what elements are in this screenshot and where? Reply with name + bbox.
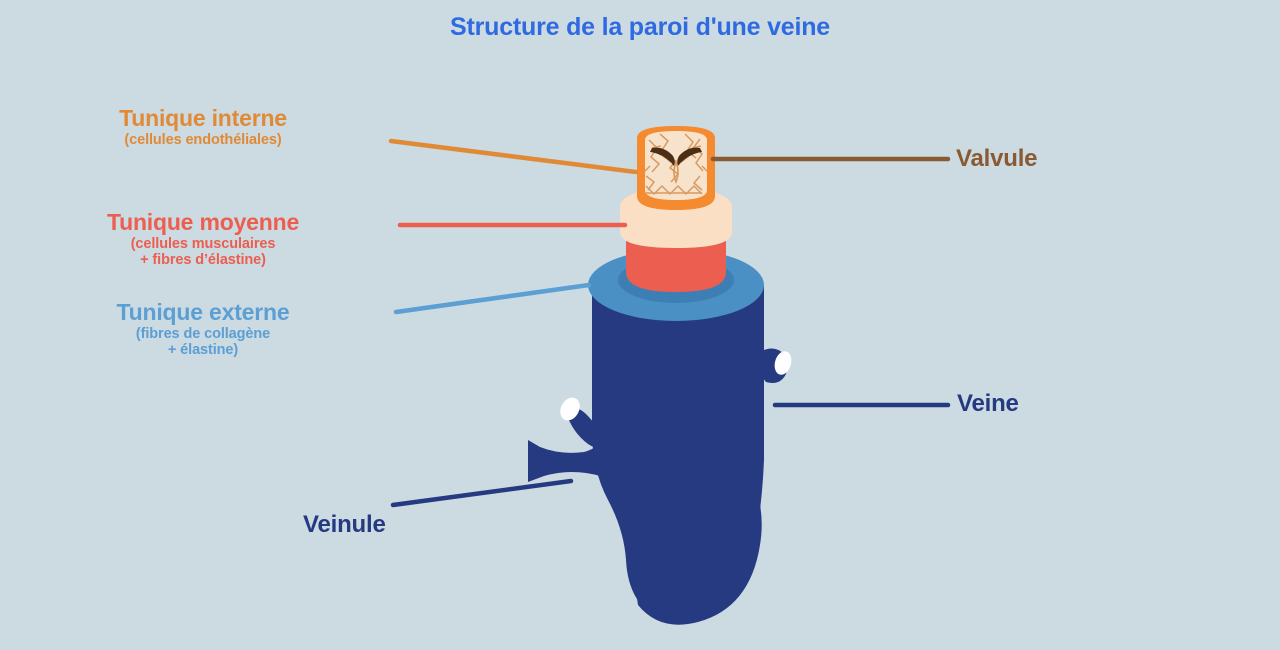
label-tunique-moyenne-title: Tunique moyenne — [106, 209, 300, 235]
label-tunique-interne: Tunique interne (cellules endothéliales) — [119, 105, 287, 148]
label-tunique-moyenne: Tunique moyenne (cellules musculaires + … — [106, 209, 300, 268]
venule-branch — [528, 430, 634, 500]
vein-body-group — [528, 285, 792, 625]
page-title: Structure de la paroi d'une veine — [450, 13, 830, 41]
tunique-interne-layer — [637, 126, 715, 210]
valve-commissure — [673, 159, 679, 185]
leader-veinule — [390, 478, 574, 508]
label-tunique-moyenne-subtitle-1: (cellules musculaires — [130, 235, 276, 252]
valve-cusp-right — [677, 147, 702, 166]
label-valvule: Valvule — [956, 145, 1038, 172]
vein-lower-bulge — [635, 430, 762, 625]
label-tunique-externe-subtitle-1: (fibres de collagène — [135, 325, 271, 342]
valve-cusp-left — [650, 147, 675, 166]
label-tunique-moyenne-subtitle-2: + fibres d’élastine) — [140, 251, 266, 268]
label-tunique-externe: Tunique externe (fibres de collagène + é… — [116, 299, 290, 358]
leader-tunique-interne — [388, 138, 639, 175]
leader-lines — [388, 138, 951, 508]
label-tunique-interne-title: Tunique interne — [119, 105, 287, 131]
vein-right-cut-end — [774, 351, 792, 375]
label-tunique-externe-title: Tunique externe — [116, 299, 290, 325]
venule-cut-end — [560, 397, 580, 421]
venule-upper-stub — [566, 408, 608, 449]
label-veine: Veine — [957, 390, 1019, 417]
label-tunique-externe-subtitle-2: + élastine) — [167, 341, 239, 358]
leader-tunique-externe — [393, 282, 592, 315]
label-veinule: Veinule — [303, 511, 386, 538]
label-tunique-interne-subtitle: (cellules endothéliales) — [124, 131, 282, 148]
valve-cusps — [650, 147, 702, 166]
